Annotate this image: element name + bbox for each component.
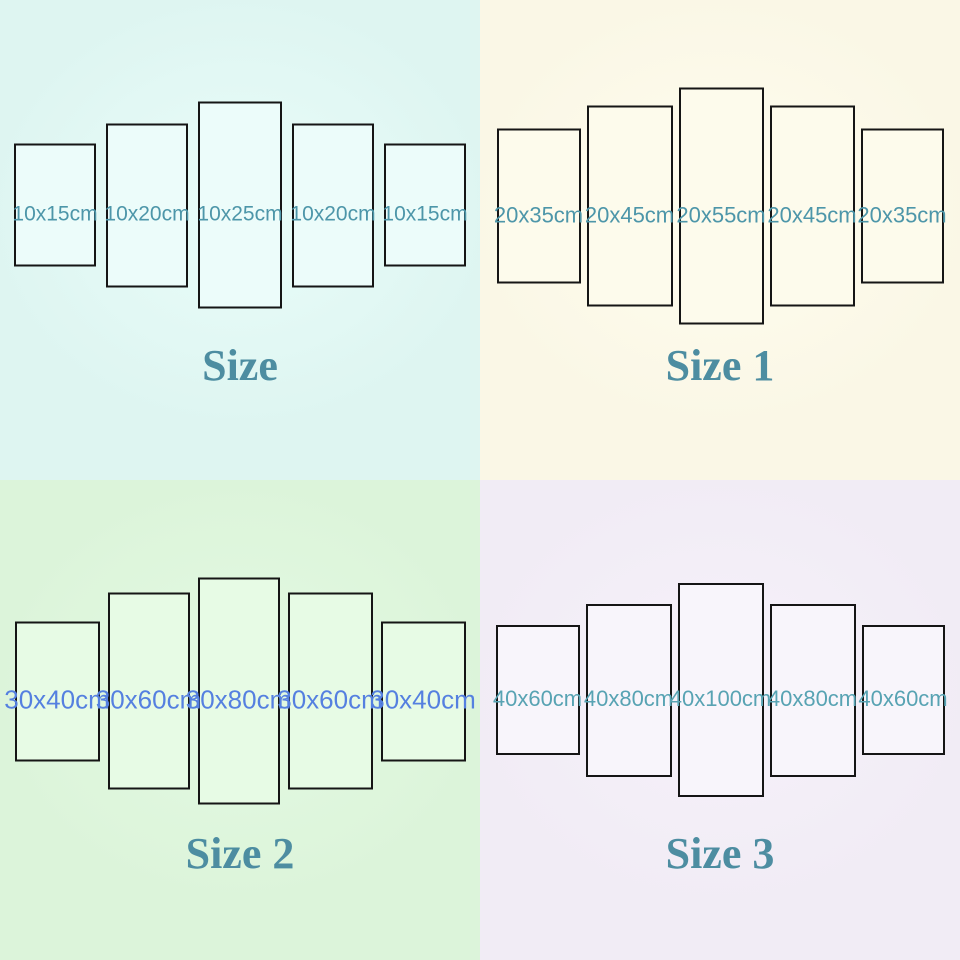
panel-size-label: 30x40cm: [4, 684, 110, 715]
panel-size-label: 10x25cm: [197, 202, 283, 225]
panel-row: 10x15cm 10x20cm 10x25cm 10x20cm 10x15cm: [0, 101, 480, 309]
quadrant-title: Size 3: [665, 829, 775, 878]
canvas-panel: 10x15cm: [12, 143, 98, 267]
canvas-panel: 10x20cm: [104, 123, 190, 287]
panel-size-label: 20x45cm: [584, 202, 675, 227]
panel-size-label: 30x60cm: [277, 684, 383, 715]
canvas-panel: 40x60cm: [858, 625, 948, 755]
panel-size-label: 30x80cm: [185, 684, 292, 715]
quadrant-title: Size: [202, 341, 278, 390]
canvas-panel: 20x35cm: [493, 128, 584, 284]
canvas-panel: 20x55cm: [676, 87, 766, 325]
panel-size-label: 20x35cm: [493, 202, 584, 227]
panel-size-label: 40x60cm: [858, 686, 948, 711]
canvas-panel: 20x45cm: [767, 105, 857, 307]
canvas-panel: 10x25cm: [197, 101, 283, 309]
canvas-panel: 10x20cm: [290, 123, 376, 287]
canvas-panel: 40x100cm: [670, 583, 771, 797]
panel-size-label: 10x20cm: [290, 202, 376, 225]
canvas-panel: 20x35cm: [857, 128, 947, 284]
panel-size-label: 30x60cm: [95, 684, 202, 715]
quadrant-title: Size 1: [665, 341, 775, 390]
panel-size-label: 10x15cm: [382, 202, 468, 225]
panel-size-label: 30x40cm: [370, 684, 476, 715]
canvas-panel: 40x80cm: [583, 603, 674, 777]
panel-size-label: 20x55cm: [676, 202, 766, 227]
canvas-panel: 30x60cm: [277, 592, 383, 790]
quadrant-title: Size 2: [185, 829, 295, 878]
panel-size-label: 40x100cm: [669, 686, 772, 711]
canvas-panel: 40x80cm: [767, 603, 858, 777]
panel-size-label: 40x80cm: [767, 686, 858, 711]
canvas-panel: 30x40cm: [4, 621, 110, 761]
canvas-panel: 30x80cm: [186, 577, 291, 805]
quadrant-size: 10x15cm 10x20cm 10x25cm 10x20cm 10x15cm Size: [0, 0, 480, 480]
panel-size-label: 40x80cm: [583, 686, 674, 711]
canvas-panel: 30x60cm: [96, 592, 201, 790]
canvas-panel: 10x15cm: [382, 143, 468, 267]
canvas-panel: 40x60cm: [492, 625, 583, 755]
panel-size-label: 40x60cm: [492, 686, 583, 711]
panel-size-label: 20x45cm: [767, 202, 857, 227]
panel-size-label: 10x15cm: [12, 202, 98, 225]
panel-size-label: 20x35cm: [857, 202, 947, 227]
canvas-panel: 20x45cm: [584, 105, 675, 307]
canvas-panel: 30x40cm: [370, 621, 476, 761]
panel-size-label: 10x20cm: [104, 202, 190, 225]
